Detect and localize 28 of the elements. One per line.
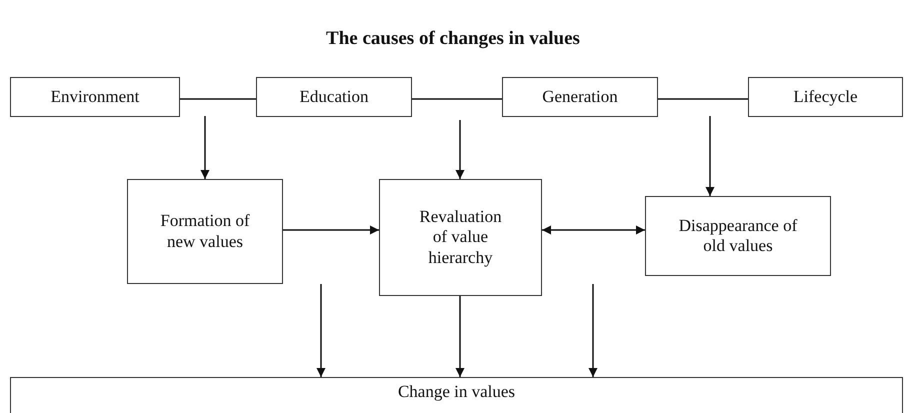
process-box bbox=[10, 377, 903, 413]
process-box bbox=[256, 77, 412, 117]
box-label: Environment bbox=[50, 86, 140, 108]
process-box bbox=[748, 77, 903, 117]
arrow bbox=[200, 116, 210, 179]
connector-line bbox=[658, 98, 748, 100]
arrow bbox=[283, 226, 379, 234]
arrow bbox=[542, 226, 645, 234]
arrow bbox=[706, 116, 714, 196]
connector-line bbox=[412, 98, 502, 100]
box-label: Education bbox=[300, 86, 368, 108]
arrow bbox=[588, 284, 598, 377]
box-label: Disappearance of old values bbox=[678, 216, 798, 256]
process-box bbox=[127, 179, 283, 284]
box-label: Generation bbox=[542, 86, 618, 108]
process-box bbox=[379, 179, 542, 296]
box-label: Revaluation of value hierarchy bbox=[418, 206, 503, 268]
diagram-title: The causes of changes in values bbox=[325, 28, 581, 50]
arrow bbox=[456, 296, 464, 377]
connector-line bbox=[180, 98, 256, 100]
box-label: Change in values bbox=[398, 382, 516, 402]
process-box bbox=[10, 77, 180, 117]
process-box bbox=[502, 77, 658, 117]
arrow bbox=[316, 284, 326, 377]
box-label: Formation of new values bbox=[159, 211, 251, 252]
process-box bbox=[645, 196, 831, 276]
arrow bbox=[456, 120, 464, 179]
box-label: Lifecycle bbox=[793, 86, 858, 108]
